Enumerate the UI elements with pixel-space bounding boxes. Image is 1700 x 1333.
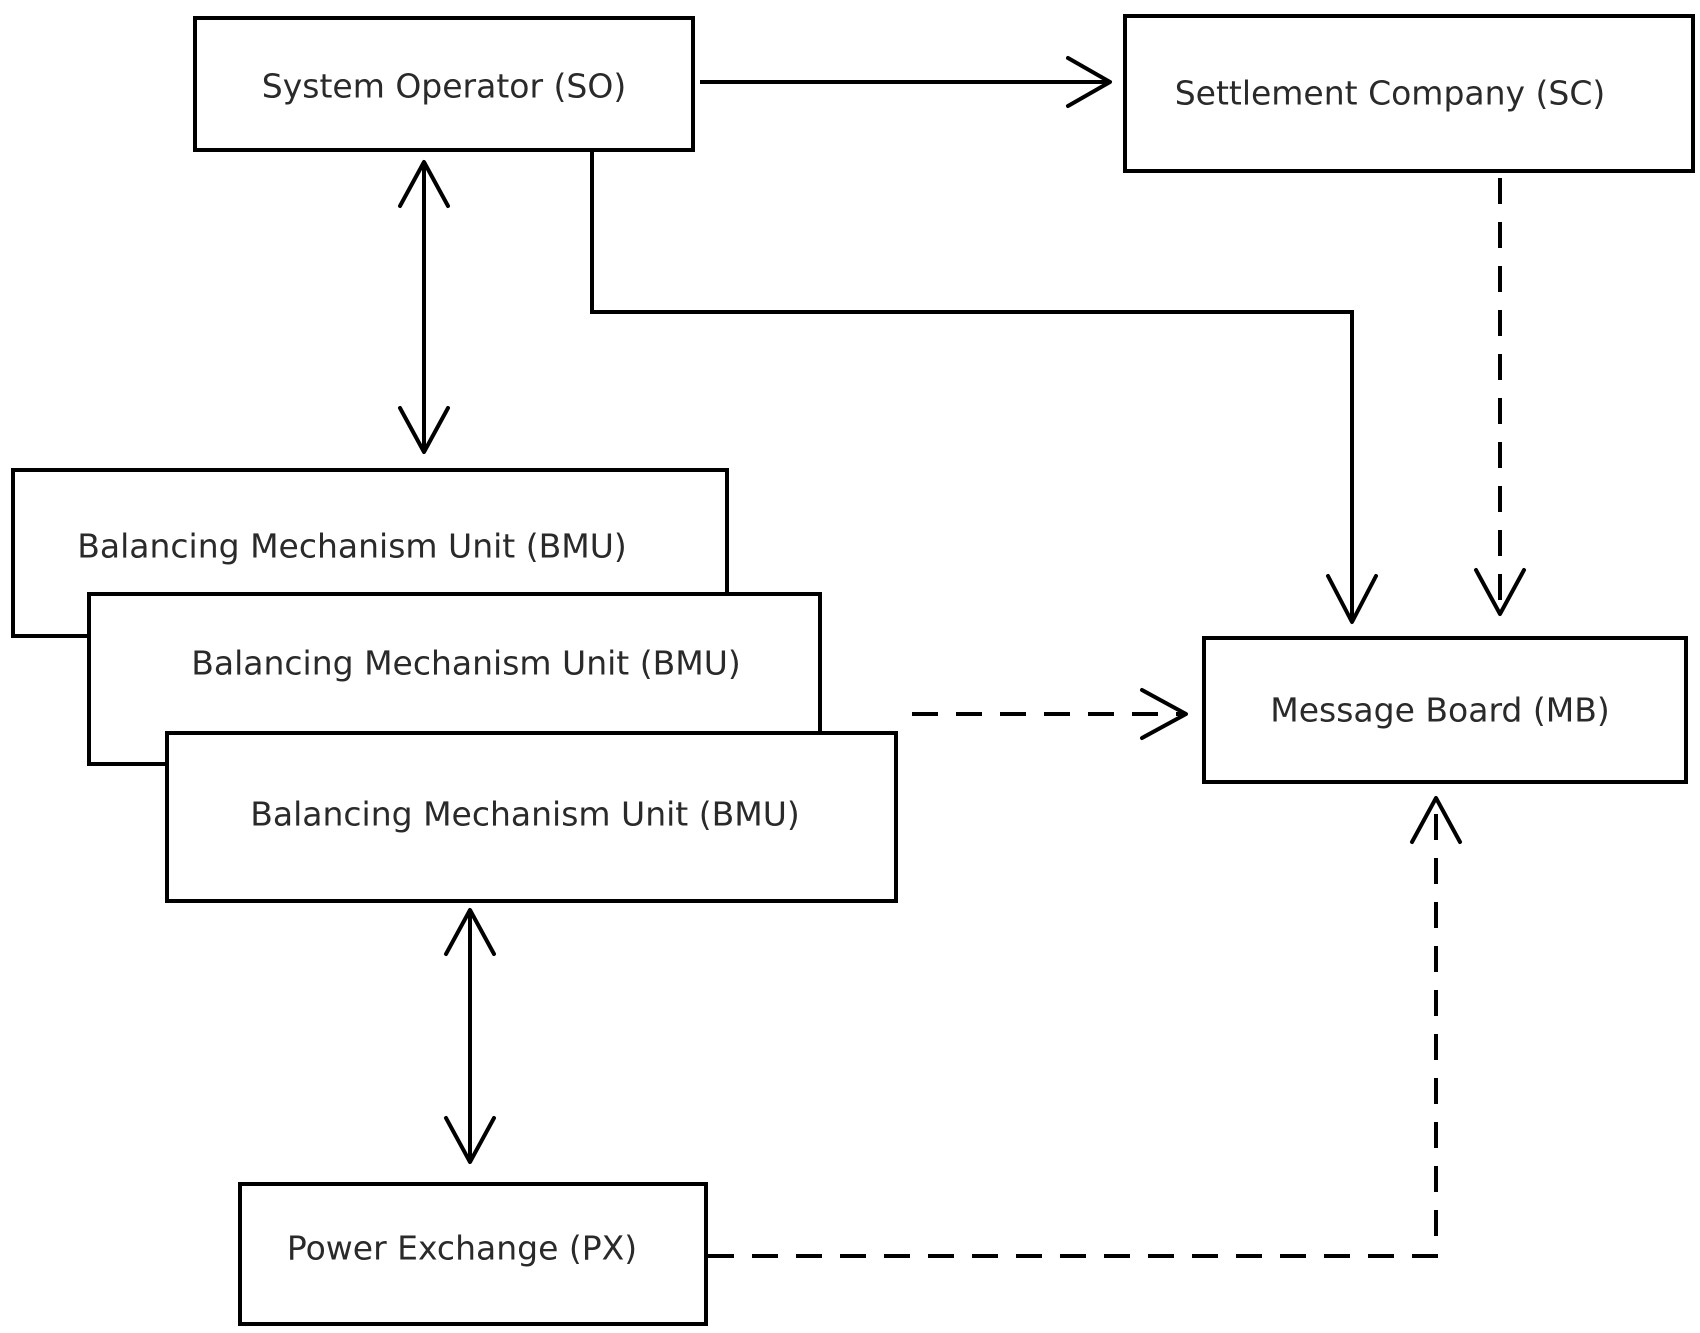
node-bmu-middle-label: Balancing Mechanism Unit (BMU) — [191, 644, 740, 683]
edge-px-to-mb — [708, 796, 1462, 1258]
node-power-exchange: Power Exchange (PX) — [238, 1182, 708, 1326]
node-message-board-label: Message Board (MB) — [1270, 691, 1609, 730]
node-settlement-company: Settlement Company (SC) — [1123, 14, 1695, 173]
node-bmu-front-label: Balancing Mechanism Unit (BMU) — [250, 795, 799, 834]
edge-sc-to-mb — [1474, 178, 1526, 616]
node-power-exchange-label: Power Exchange (PX) — [287, 1229, 637, 1268]
edge-bmu-px — [444, 908, 496, 1164]
node-message-board: Message Board (MB) — [1202, 636, 1688, 784]
node-settlement-company-label: Settlement Company (SC) — [1175, 74, 1606, 113]
node-bmu-back-label: Balancing Mechanism Unit (BMU) — [77, 527, 626, 566]
node-system-operator: System Operator (SO) — [193, 16, 695, 152]
edge-so-to-sc — [700, 56, 1112, 108]
node-system-operator-label: System Operator (SO) — [262, 67, 626, 106]
edge-so-to-mb — [590, 152, 1378, 624]
node-bmu-front: Balancing Mechanism Unit (BMU) — [165, 731, 898, 903]
edge-bmu-to-mb — [912, 688, 1188, 740]
edge-so-bmu — [398, 160, 450, 454]
